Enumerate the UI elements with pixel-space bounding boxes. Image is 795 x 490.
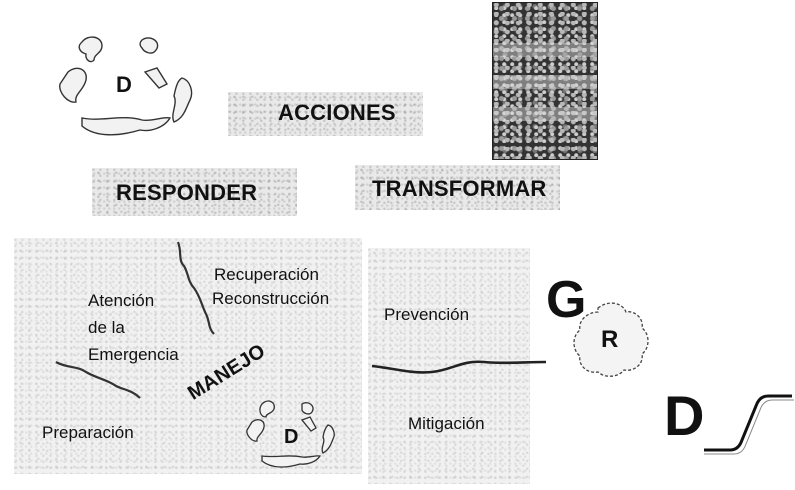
atencion-label-line3: Emergencia bbox=[88, 345, 179, 364]
transformar-heading: TRANSFORMAR bbox=[372, 176, 547, 201]
riesgo-symbol: R bbox=[601, 326, 619, 353]
atencion-label-line1: Atención bbox=[88, 291, 155, 310]
bottom-cycle-fragments-icon bbox=[246, 400, 335, 468]
recuperacion-label: Recuperación bbox=[214, 265, 319, 284]
preparacion-label: Preparación bbox=[42, 423, 134, 442]
emergency-boundary-line bbox=[176, 241, 215, 335]
transformar-backdrop bbox=[355, 165, 560, 210]
disaster-symbol-top: D bbox=[116, 72, 132, 97]
transformar-map-region bbox=[368, 248, 530, 484]
risk-cycle-icon bbox=[573, 302, 649, 377]
responder-map-region bbox=[14, 238, 362, 474]
mitigacion-label: Mitigación bbox=[408, 414, 485, 433]
acciones-backdrop bbox=[228, 92, 423, 136]
responder-heading: RESPONDER bbox=[116, 180, 258, 205]
reconstruccion-label: Reconstrucción bbox=[212, 289, 330, 308]
atencion-label-line2: de la bbox=[88, 318, 125, 337]
disaster-symbol-bottom: D bbox=[284, 426, 299, 448]
acciones-heading: ACCIONES bbox=[278, 100, 396, 125]
disaster-photo bbox=[492, 2, 598, 160]
prevencion-label: Prevención bbox=[384, 305, 470, 324]
gestion-symbol: G bbox=[546, 271, 587, 329]
top-cycle-fragments-icon bbox=[59, 36, 193, 136]
prevention-mitigation-boundary-line bbox=[371, 360, 547, 374]
disaster-curve-symbol: D bbox=[664, 384, 705, 447]
responder-backdrop bbox=[92, 168, 297, 216]
disaster-step-curve-icon bbox=[704, 394, 792, 452]
preparation-boundary-line bbox=[55, 361, 141, 399]
